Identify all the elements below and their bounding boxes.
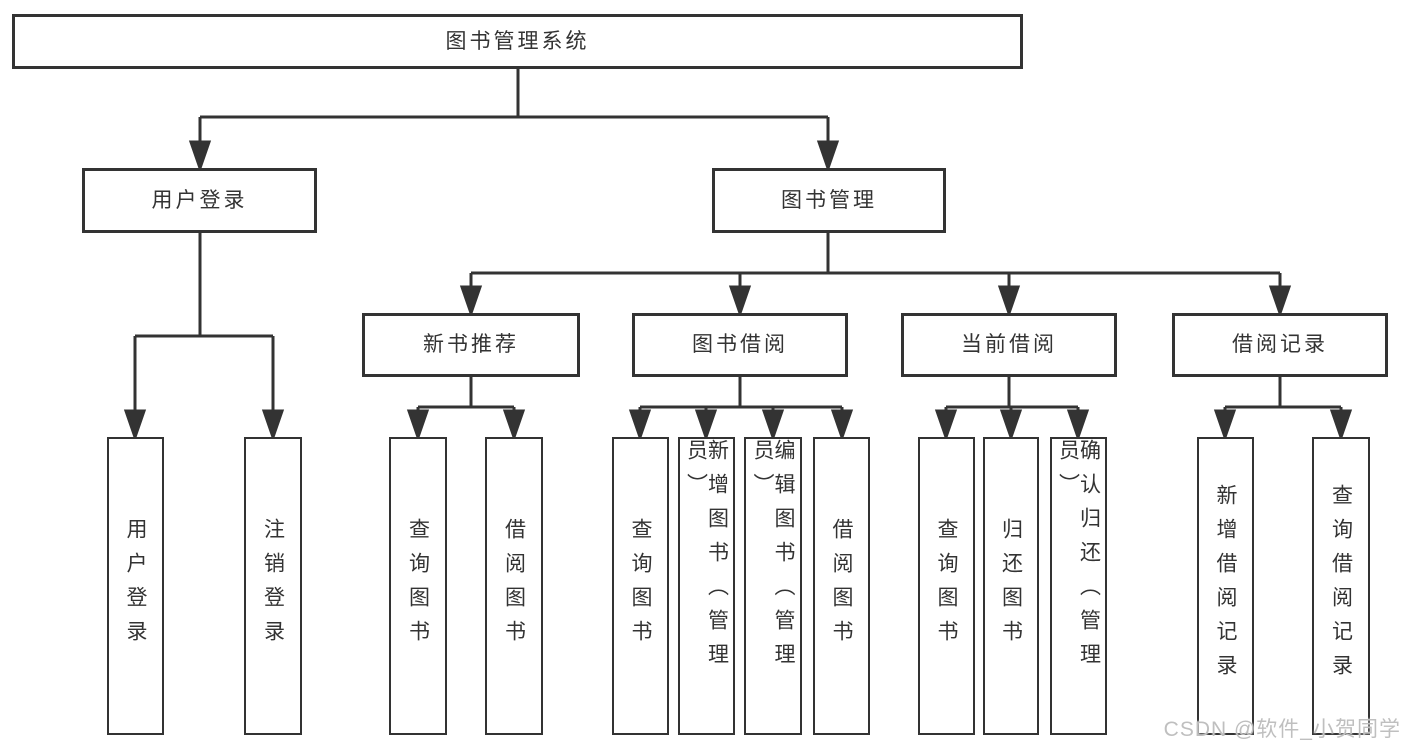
leaf-query-books-recommend: 查询图书 — [389, 437, 447, 735]
edge-root-to-level2 — [188, 68, 840, 173]
leaf-add-books-admin: 新增图书（管理员） — [678, 437, 735, 735]
edge-book-management-to-children — [459, 232, 1292, 318]
leaf-query-books-borrowing: 查询图书 — [612, 437, 669, 735]
node-root-library-system: 图书管理系统 — [12, 14, 1023, 69]
edge-book-borrowing-to-children — [628, 377, 854, 442]
leaf-add-borrow-record: 新增借阅记录 — [1197, 437, 1254, 735]
node-borrowing-records: 借阅记录 — [1172, 313, 1388, 377]
leaf-confirm-return-admin: 确认归还（管理员） — [1050, 437, 1107, 735]
leaf-borrow-books-recommend: 借阅图书 — [485, 437, 543, 735]
leaf-query-borrow-record: 查询借阅记录 — [1312, 437, 1370, 735]
edge-new-book-recommendation-to-children — [406, 377, 526, 442]
node-book-management: 图书管理 — [712, 168, 946, 233]
node-book-borrowing: 图书借阅 — [632, 313, 848, 377]
node-user-login: 用户登录 — [82, 168, 317, 233]
leaf-logout: 注销登录 — [244, 437, 302, 735]
leaf-return-books: 归还图书 — [983, 437, 1039, 735]
leaf-user-login: 用户登录 — [107, 437, 164, 735]
leaf-edit-books-admin: 编辑图书（管理员） — [744, 437, 802, 735]
edge-borrowing-records-to-children — [1213, 377, 1353, 442]
node-new-book-recommendation: 新书推荐 — [362, 313, 580, 377]
edge-user-login-to-children — [123, 232, 285, 442]
node-current-borrowing: 当前借阅 — [901, 313, 1117, 377]
csdn-watermark: CSDN @软件_小贺同学 — [1163, 718, 1401, 741]
leaf-query-books-current: 查询图书 — [918, 437, 975, 735]
edge-current-borrowing-to-children — [934, 377, 1090, 442]
leaf-borrow-books-borrowing: 借阅图书 — [813, 437, 870, 735]
